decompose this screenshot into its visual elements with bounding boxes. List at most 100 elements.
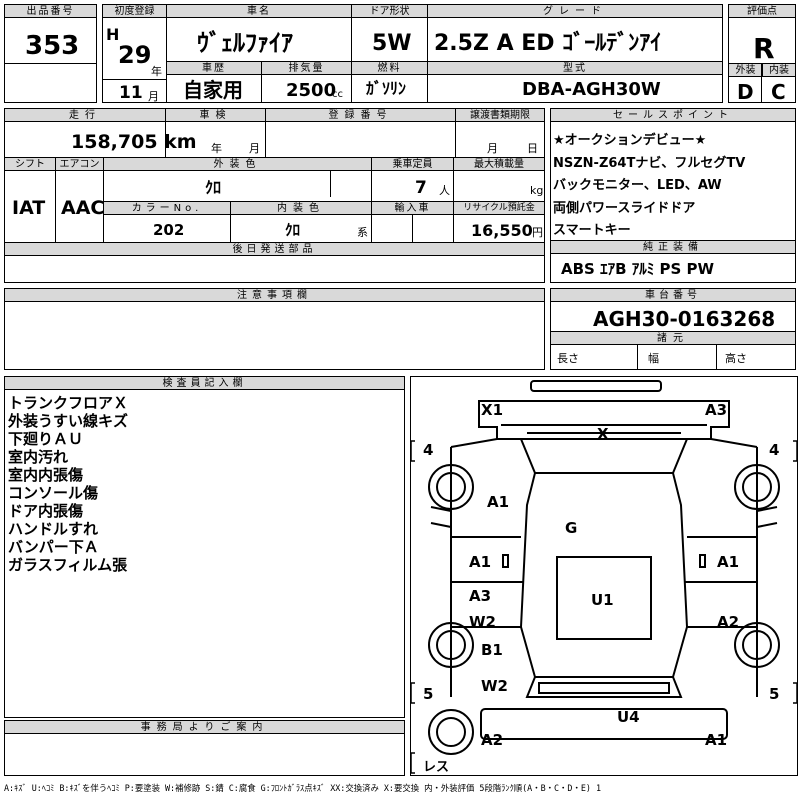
shift: IAT: [12, 197, 46, 219]
damage-mark: G: [565, 519, 577, 537]
inspector-note-line: トランクフロアＸ: [8, 394, 129, 412]
inspector-note-line: 下廻りＡＵ: [8, 430, 84, 448]
load-label: 最大積載量: [453, 158, 544, 171]
transfer-day: 日: [527, 142, 538, 155]
chassis-number: AGH30-0163268: [593, 307, 776, 331]
year-unit: 年: [151, 65, 162, 78]
month-unit: 月: [148, 90, 159, 103]
regno-label: 登録番号: [265, 109, 455, 122]
notes-label: 注意事項欄: [5, 289, 544, 302]
damage-mark: A2: [481, 731, 503, 749]
damage-mark: 5: [423, 685, 433, 703]
damage-mark: A1: [705, 731, 727, 749]
dim-length: 長さ: [557, 352, 579, 365]
ac: AAC: [61, 197, 105, 219]
intcolor-label: 内装色: [230, 202, 371, 215]
inspector-note-line: バンパー下Ａ: [8, 538, 99, 556]
registration-box: 初度登録 H 29 年 11 月: [102, 4, 167, 103]
history-label: 車歴: [167, 62, 261, 75]
info-box: 走行 車検 登録番号 譲渡書類期限 158,705 km 年 月 月 日 シフト…: [4, 108, 545, 283]
capacity: 7: [415, 178, 427, 198]
door-box: ドア形状 5W: [351, 4, 428, 62]
sales-point-line: ★オークションデビュー★: [553, 133, 707, 148]
inspector-note-line: ドア内張傷: [8, 502, 84, 520]
equipment: ABS ｴｱB ｱﾙﾐ PS PW: [561, 260, 715, 278]
cap-unit: 人: [439, 184, 450, 197]
history: 自家用: [183, 78, 243, 102]
ext-color: ｸﾛ: [205, 178, 222, 197]
office-box: 事務局よりご案内: [4, 720, 405, 776]
score-label: 評価点: [729, 5, 795, 18]
name-box: 車名 ｳﾞｪﾙﾌｧｲｱ: [166, 4, 352, 62]
damage-mark: X: [597, 425, 609, 443]
chassis-label: 車台番号: [551, 289, 795, 302]
transfer-label: 譲渡書類期限: [455, 109, 544, 122]
chassis-box: 車台番号 AGH30-0163268 諸元 長さ 幅 高さ: [550, 288, 796, 370]
damage-mark: X1: [481, 401, 503, 419]
model-code: DBA-AGH30W: [522, 79, 661, 100]
office-label: 事務局よりご案内: [5, 721, 404, 734]
mileage-label: 走行: [5, 109, 165, 122]
shift-label: シフト: [5, 158, 55, 171]
reg-month: 11: [119, 83, 143, 103]
ext-label: 外装: [729, 64, 762, 77]
grade-box: グレード 2.5Z A ED ｺﾞｰﾙﾃﾞﾝｱｲ: [427, 4, 723, 62]
int-color: ｸﾛ: [285, 221, 301, 239]
ac-label: エアコン: [55, 158, 103, 171]
inspector-label: 検査員記入欄: [5, 377, 404, 390]
history-box: 車歴 自家用: [166, 61, 262, 103]
int-label: 内装: [762, 64, 795, 77]
damage-mark: 5: [769, 685, 779, 703]
sales-point-line: 両側パワースライドドア: [553, 200, 696, 216]
damage-mark: A2: [717, 613, 739, 631]
fuel-label: 燃料: [352, 62, 427, 75]
damage-mark: U1: [591, 591, 614, 609]
equipment-box: 純正装備 ABS ｴｱB ｱﾙﾐ PS PW: [550, 240, 796, 283]
recycle-unit: 円: [532, 226, 543, 239]
fuel-box: 燃料 ｶﾞｿﾘﾝ: [351, 61, 428, 103]
sales-point-line: バックモニター、LED、AW: [553, 178, 722, 193]
grade: 2.5Z A ED ｺﾞｰﾙﾃﾞﾝｱｲ: [434, 31, 662, 56]
door-label: ドア形状: [352, 5, 427, 18]
door-type: 5W: [372, 31, 412, 56]
damage-mark: B1: [481, 641, 503, 659]
damage-mark: W2: [481, 677, 508, 695]
cap-label: 乗車定員: [371, 158, 453, 171]
disp-label: 排気量: [262, 62, 351, 75]
reg-year: 29: [118, 41, 152, 69]
damage-mark: 4: [423, 441, 433, 459]
lot-label: 出品番号: [5, 5, 96, 18]
equip-label: 純正装備: [551, 241, 795, 254]
inspector-note-line: ハンドルすれ: [8, 520, 99, 538]
damage-mark: A1: [487, 493, 509, 511]
disp-unit: cc: [332, 89, 343, 100]
displacement-box: 排気量 2500 cc: [261, 61, 352, 103]
inspect-year: 年: [211, 142, 222, 155]
dim-width: 幅: [648, 352, 659, 365]
damage-mark: A3: [705, 401, 727, 419]
score: R: [753, 32, 775, 65]
load-unit: kg: [530, 184, 544, 197]
sales-label: セールスポイント: [551, 109, 795, 122]
later-parts-label: 後日発送部品: [5, 243, 544, 256]
lot-number: 353: [25, 31, 80, 61]
damage-mark: U4: [617, 708, 640, 726]
damage-mark: W2: [469, 613, 496, 631]
ext-score: D: [737, 80, 754, 104]
model-label: 型式: [428, 62, 722, 75]
intcolor-unit: 系: [357, 226, 368, 239]
color-label: 外装色: [103, 158, 371, 171]
model-box: 型式 DBA-AGH30W: [427, 61, 723, 103]
dims-label: 諸元: [551, 332, 795, 345]
inspector-note-line: 室内内張傷: [8, 466, 84, 484]
inspect-month: 月: [249, 142, 260, 155]
displacement: 2500: [286, 80, 337, 101]
int-score: C: [771, 80, 786, 104]
damage-mark: A1: [717, 553, 739, 571]
grade-label: グレード: [428, 5, 722, 18]
inspector-note-line: ガラスフィルム張: [8, 556, 128, 574]
